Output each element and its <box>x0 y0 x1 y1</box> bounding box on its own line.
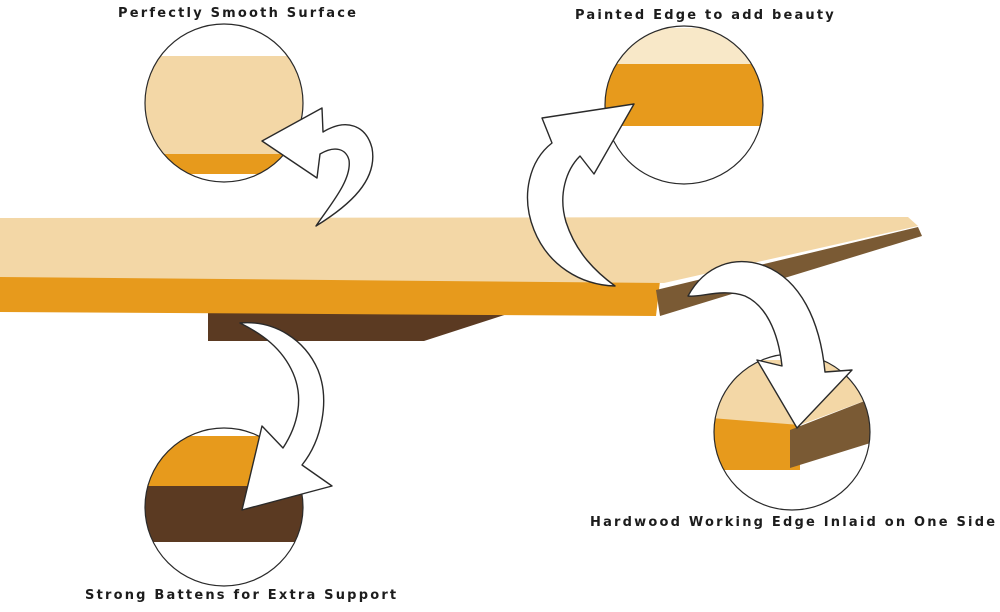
board-painted-edge <box>0 276 660 316</box>
curved-arrow-icon <box>239 322 333 511</box>
drawing-board <box>0 217 922 341</box>
callout-hardwood-edge-label: Hardwood Working Edge Inlaid on One Side <box>590 515 998 530</box>
curved-arrow-icon <box>687 261 853 429</box>
board-top-surface <box>0 217 918 283</box>
curved-arrow-icon <box>526 103 635 287</box>
board-hardwood-edge <box>656 227 922 316</box>
curved-arrow-icon <box>261 107 374 227</box>
callout-painted-edge-label: Painted Edge to add beauty <box>575 8 836 23</box>
surface-zoom-circle <box>144 23 304 183</box>
callout-battens-label: Strong Battens for Extra Support <box>85 588 399 603</box>
callout-surface-label: Perfectly Smooth Surface <box>118 6 359 21</box>
